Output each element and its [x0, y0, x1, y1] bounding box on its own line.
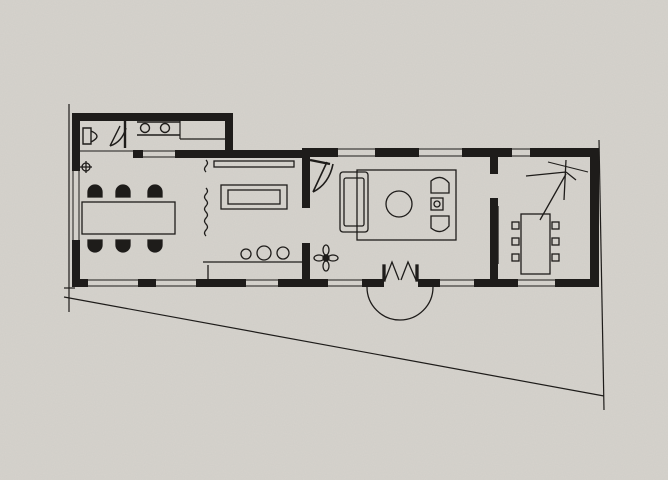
wall-top-right [530, 148, 599, 157]
chair-icon [87, 239, 103, 253]
armchair-icon [430, 176, 450, 194]
chair-icon [551, 221, 560, 230]
chair-icon [87, 184, 103, 198]
wall-bottom-f [418, 279, 440, 287]
sideboard-top [213, 160, 295, 168]
armchair-icon [430, 215, 450, 233]
wall-bath-bottom-a [72, 150, 80, 158]
door-swing-living [312, 161, 334, 193]
bench [220, 184, 288, 210]
chair-icon [511, 253, 520, 262]
table-long [81, 201, 176, 235]
stool-icon [240, 248, 252, 260]
stool-icon [256, 245, 272, 261]
side-table [430, 197, 444, 211]
dining-table-left [80, 161, 176, 253]
wall-bath-right [225, 113, 233, 158]
wall-left-lower [72, 240, 80, 287]
wall-left-upper [72, 113, 80, 171]
wall-top-mid3 [462, 148, 512, 157]
wall-bottom-a [72, 279, 88, 287]
wall-bottom-e [362, 279, 384, 287]
wall-bottom-b [138, 279, 156, 287]
wall-partition-kitchen-b [490, 198, 498, 287]
chair-icon [115, 184, 131, 198]
wall-top-left [175, 150, 305, 158]
wall-bottom-c [196, 279, 246, 287]
walls [72, 113, 599, 287]
chair-icon [511, 221, 520, 230]
wall-partition-lower [302, 243, 310, 287]
kitchen-dining-fixtures [497, 159, 589, 275]
wall-bottom-h [555, 279, 599, 287]
bathroom-fixtures [82, 121, 225, 148]
chair-icon [147, 184, 163, 198]
wall-top-mid2 [375, 148, 419, 157]
wall-partition-upper [302, 148, 310, 208]
sofa-icon [339, 171, 369, 233]
rug [356, 169, 457, 241]
chair-icon [147, 239, 163, 253]
lounge-fixtures [203, 159, 302, 279]
corner-door-swing [525, 159, 577, 221]
entry-door-icon [366, 260, 434, 321]
stool-icon [276, 246, 290, 260]
wall-partition-kitchen-a [490, 148, 498, 174]
wall-bath-bottom-b [133, 150, 143, 158]
wall-top-mid [303, 148, 338, 157]
toilet-icon [82, 127, 98, 145]
windows [72, 148, 555, 287]
plant-icon [313, 244, 339, 272]
chair-icon [551, 237, 560, 246]
chair-icon [511, 237, 520, 246]
coffee-table-round [385, 190, 413, 218]
curtain-squiggle [203, 159, 209, 237]
chair-icon [115, 239, 131, 253]
sink-icon-2 [159, 122, 171, 134]
dining-table-right [520, 213, 551, 275]
chair-icon [551, 253, 560, 262]
wall-right [590, 148, 599, 287]
site-lines [63, 104, 605, 411]
living-room-fixtures [309, 158, 457, 321]
sink-icon-1 [139, 122, 151, 134]
coffee-table-inner [227, 189, 281, 205]
wall-bath-top [72, 113, 233, 121]
